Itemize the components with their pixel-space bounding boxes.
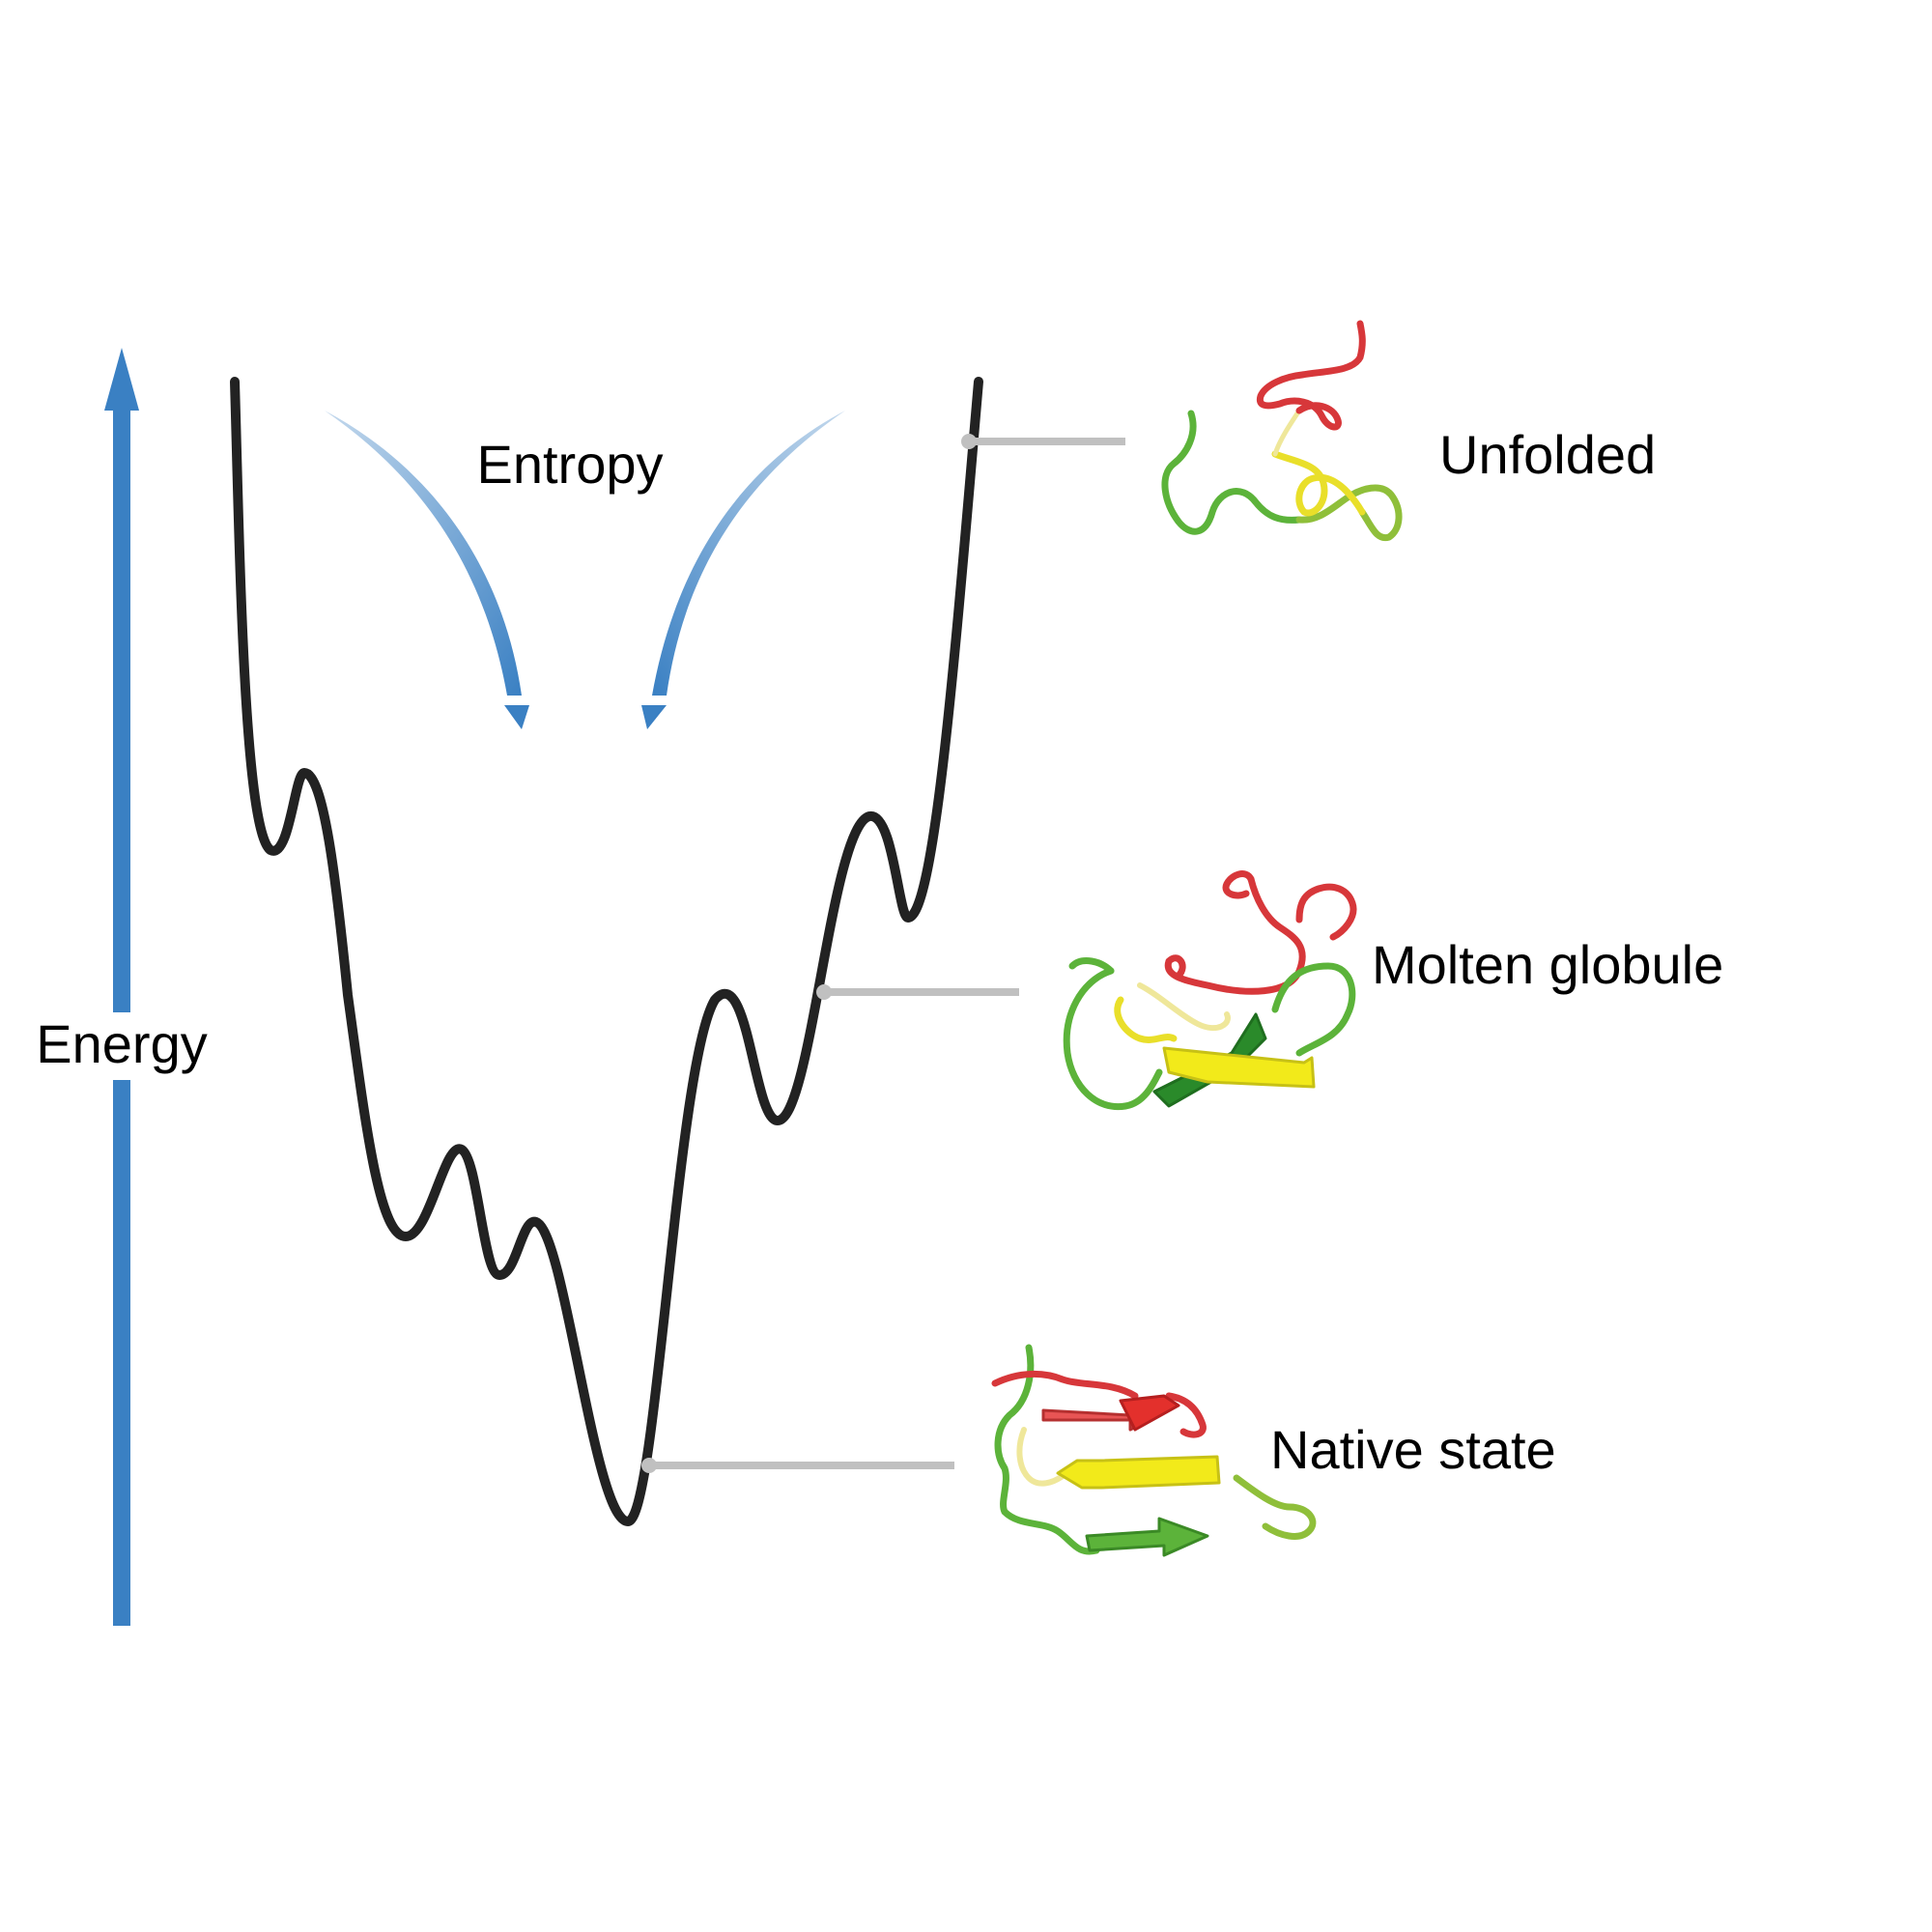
entropy-arrowhead-right: [641, 705, 667, 729]
entropy-arrow-left: [325, 411, 522, 696]
native-leader-dot: [641, 1458, 657, 1473]
entropy-arrows: Entropy: [325, 411, 845, 729]
state-label-molten-globule: Molten globule: [1372, 934, 1723, 995]
state-label-unfolded: Unfolded: [1439, 424, 1656, 485]
energy-label: Energy: [36, 1013, 207, 1074]
energy-axis: Energy: [21, 348, 224, 1626]
leader-lines: [641, 434, 1125, 1473]
energy-axis-arrowhead: [104, 348, 139, 411]
molten-globule-structure: [1063, 870, 1357, 1111]
unfolded-structure: [1161, 320, 1403, 542]
energy-label-backdrop: [21, 1012, 224, 1080]
entropy-arrowhead-left: [504, 705, 529, 729]
unfolded-leader-dot: [961, 434, 977, 449]
entropy-arrow-right: [652, 411, 845, 696]
state-label-native-state: Native state: [1270, 1419, 1556, 1480]
entropy-label: Entropy: [477, 434, 664, 495]
energy-landscape-curve: [230, 377, 983, 1527]
native-state-structure: [991, 1344, 1317, 1557]
molten-leader-dot: [816, 984, 832, 1000]
